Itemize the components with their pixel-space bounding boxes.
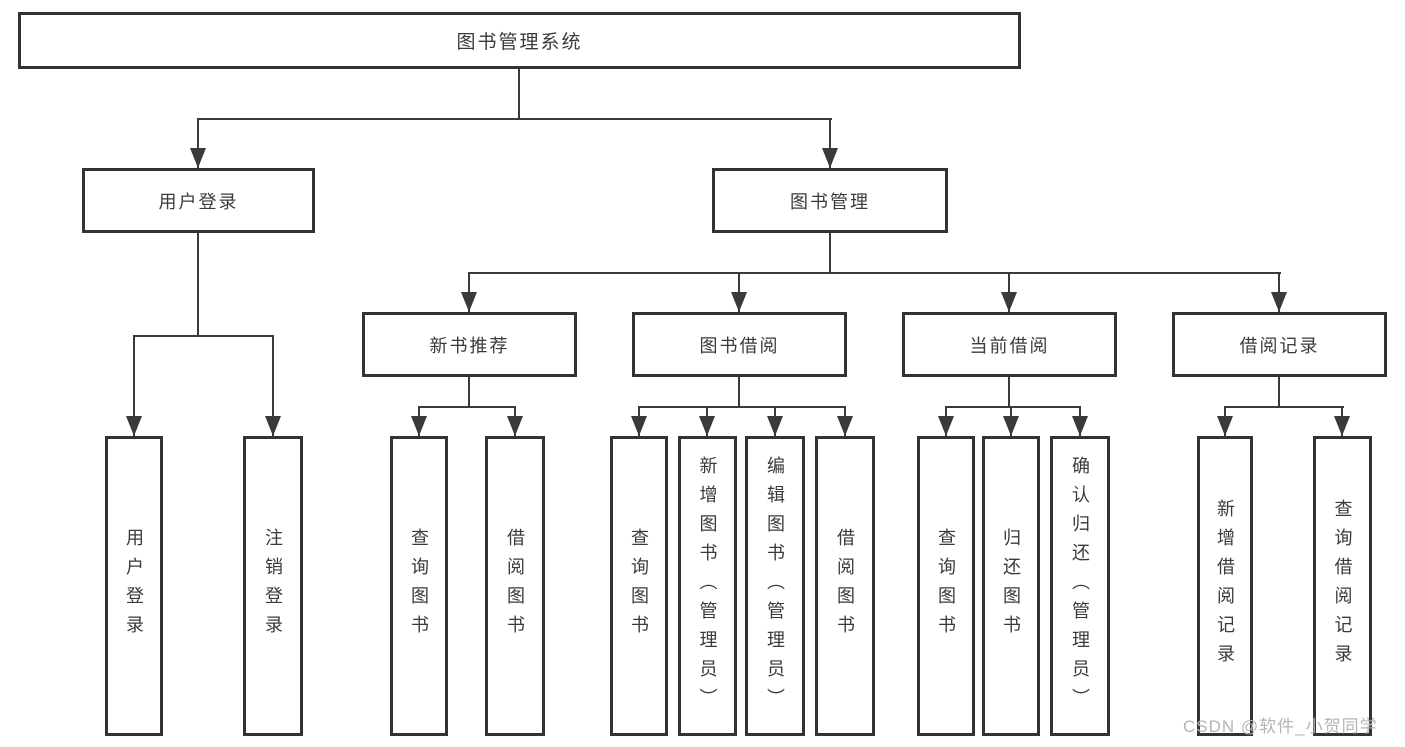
leaf-confirm-return-admin: 确认归还（管理员）: [1050, 436, 1110, 736]
connector-arrowhead: [631, 416, 647, 436]
connector-vline: [197, 118, 199, 168]
node-new-book-recommend: 新书推荐: [362, 312, 577, 377]
node-root: 图书管理系统: [18, 12, 1021, 69]
connector-arrowhead: [190, 148, 206, 168]
connector-hline: [133, 335, 274, 337]
connector-vline: [133, 335, 135, 436]
leaf-borrow-books-2-label: 借阅图书: [835, 528, 855, 644]
leaf-borrow-books-1: 借阅图书: [485, 436, 545, 736]
connector-vline: [1278, 376, 1280, 407]
connector-arrowhead: [126, 416, 142, 436]
connector-hline: [197, 118, 832, 120]
leaf-add-borrow-record: 新增借阅记录: [1197, 436, 1253, 736]
leaf-query-borrow-record-label: 查询借阅记录: [1332, 499, 1353, 673]
leaf-query-books-1-label: 查询图书: [409, 528, 429, 644]
connector-arrowhead: [1271, 292, 1287, 312]
leaf-query-books-2: 查询图书: [610, 436, 668, 736]
connector-vline: [272, 335, 274, 436]
node-new-book-recommend-label: 新书推荐: [429, 335, 510, 356]
leaf-borrow-books-1-label: 借阅图书: [505, 528, 525, 644]
leaf-add-borrow-record-label: 新增借阅记录: [1215, 499, 1235, 673]
node-current-borrow-label: 当前借阅: [969, 335, 1050, 356]
leaf-logout-label: 注销登录: [263, 528, 283, 644]
leaf-borrow-books-2: 借阅图书: [815, 436, 875, 736]
connector-vline: [738, 376, 740, 407]
leaf-add-book-admin: 新增图书（管理员）: [678, 436, 737, 736]
connector-arrowhead: [699, 416, 715, 436]
node-book-management-label: 图书管理: [790, 191, 870, 212]
leaf-query-books-3-label: 查询图书: [936, 528, 956, 644]
leaf-user-login-label: 用户登录: [124, 528, 144, 644]
connector-arrowhead: [1001, 292, 1017, 312]
connector-arrowhead: [411, 416, 427, 436]
leaf-add-book-admin-label: 新增图书（管理员）: [697, 455, 718, 717]
leaf-return-book-label: 归还图书: [1001, 528, 1021, 644]
node-borrow-records: 借阅记录: [1172, 312, 1387, 377]
connector-arrowhead: [507, 416, 523, 436]
connector-hline: [945, 406, 1081, 408]
node-book-management: 图书管理: [712, 168, 948, 233]
leaf-return-book: 归还图书: [982, 436, 1040, 736]
connector-arrowhead: [938, 416, 954, 436]
leaf-confirm-return-admin-label: 确认归还（管理员）: [1070, 455, 1090, 717]
connector-arrowhead: [461, 292, 477, 312]
node-user-login: 用户登录: [82, 168, 315, 233]
connector-vline: [1008, 376, 1010, 407]
connector-vline: [518, 68, 520, 119]
connector-arrowhead: [767, 416, 783, 436]
node-borrow-records-label: 借阅记录: [1239, 335, 1320, 356]
watermark: CSDN @软件_小贺同学: [1183, 717, 1378, 736]
connector-vline: [468, 376, 470, 407]
node-root-label: 图书管理系统: [456, 32, 583, 53]
leaf-edit-book-admin: 编辑图书（管理员）: [745, 436, 805, 736]
connector-vline: [829, 118, 831, 168]
leaf-logout: 注销登录: [243, 436, 303, 736]
connector-arrowhead: [822, 148, 838, 168]
node-book-borrow: 图书借阅: [632, 312, 847, 377]
node-user-login-label: 用户登录: [158, 191, 239, 212]
leaf-query-books-2-label: 查询图书: [629, 528, 649, 644]
leaf-user-login: 用户登录: [105, 436, 163, 736]
connector-vline: [197, 231, 199, 336]
leaf-edit-book-admin-label: 编辑图书（管理员）: [765, 455, 785, 717]
connector-arrowhead: [837, 416, 853, 436]
leaf-query-books-1: 查询图书: [390, 436, 448, 736]
connector-vline: [829, 231, 831, 274]
connector-arrowhead: [1217, 416, 1233, 436]
connector-hline: [418, 406, 516, 408]
connector-arrowhead: [1334, 416, 1350, 436]
leaf-query-borrow-record: 查询借阅记录: [1313, 436, 1372, 736]
node-current-borrow: 当前借阅: [902, 312, 1117, 377]
connector-arrowhead: [1003, 416, 1019, 436]
connector-hline: [1224, 406, 1344, 408]
leaf-query-books-3: 查询图书: [917, 436, 975, 736]
connector-hline: [468, 272, 1281, 274]
connector-arrowhead: [731, 292, 747, 312]
connector-arrowhead: [265, 416, 281, 436]
connector-hline: [638, 406, 846, 408]
node-book-borrow-label: 图书借阅: [699, 335, 780, 356]
connector-arrowhead: [1072, 416, 1088, 436]
